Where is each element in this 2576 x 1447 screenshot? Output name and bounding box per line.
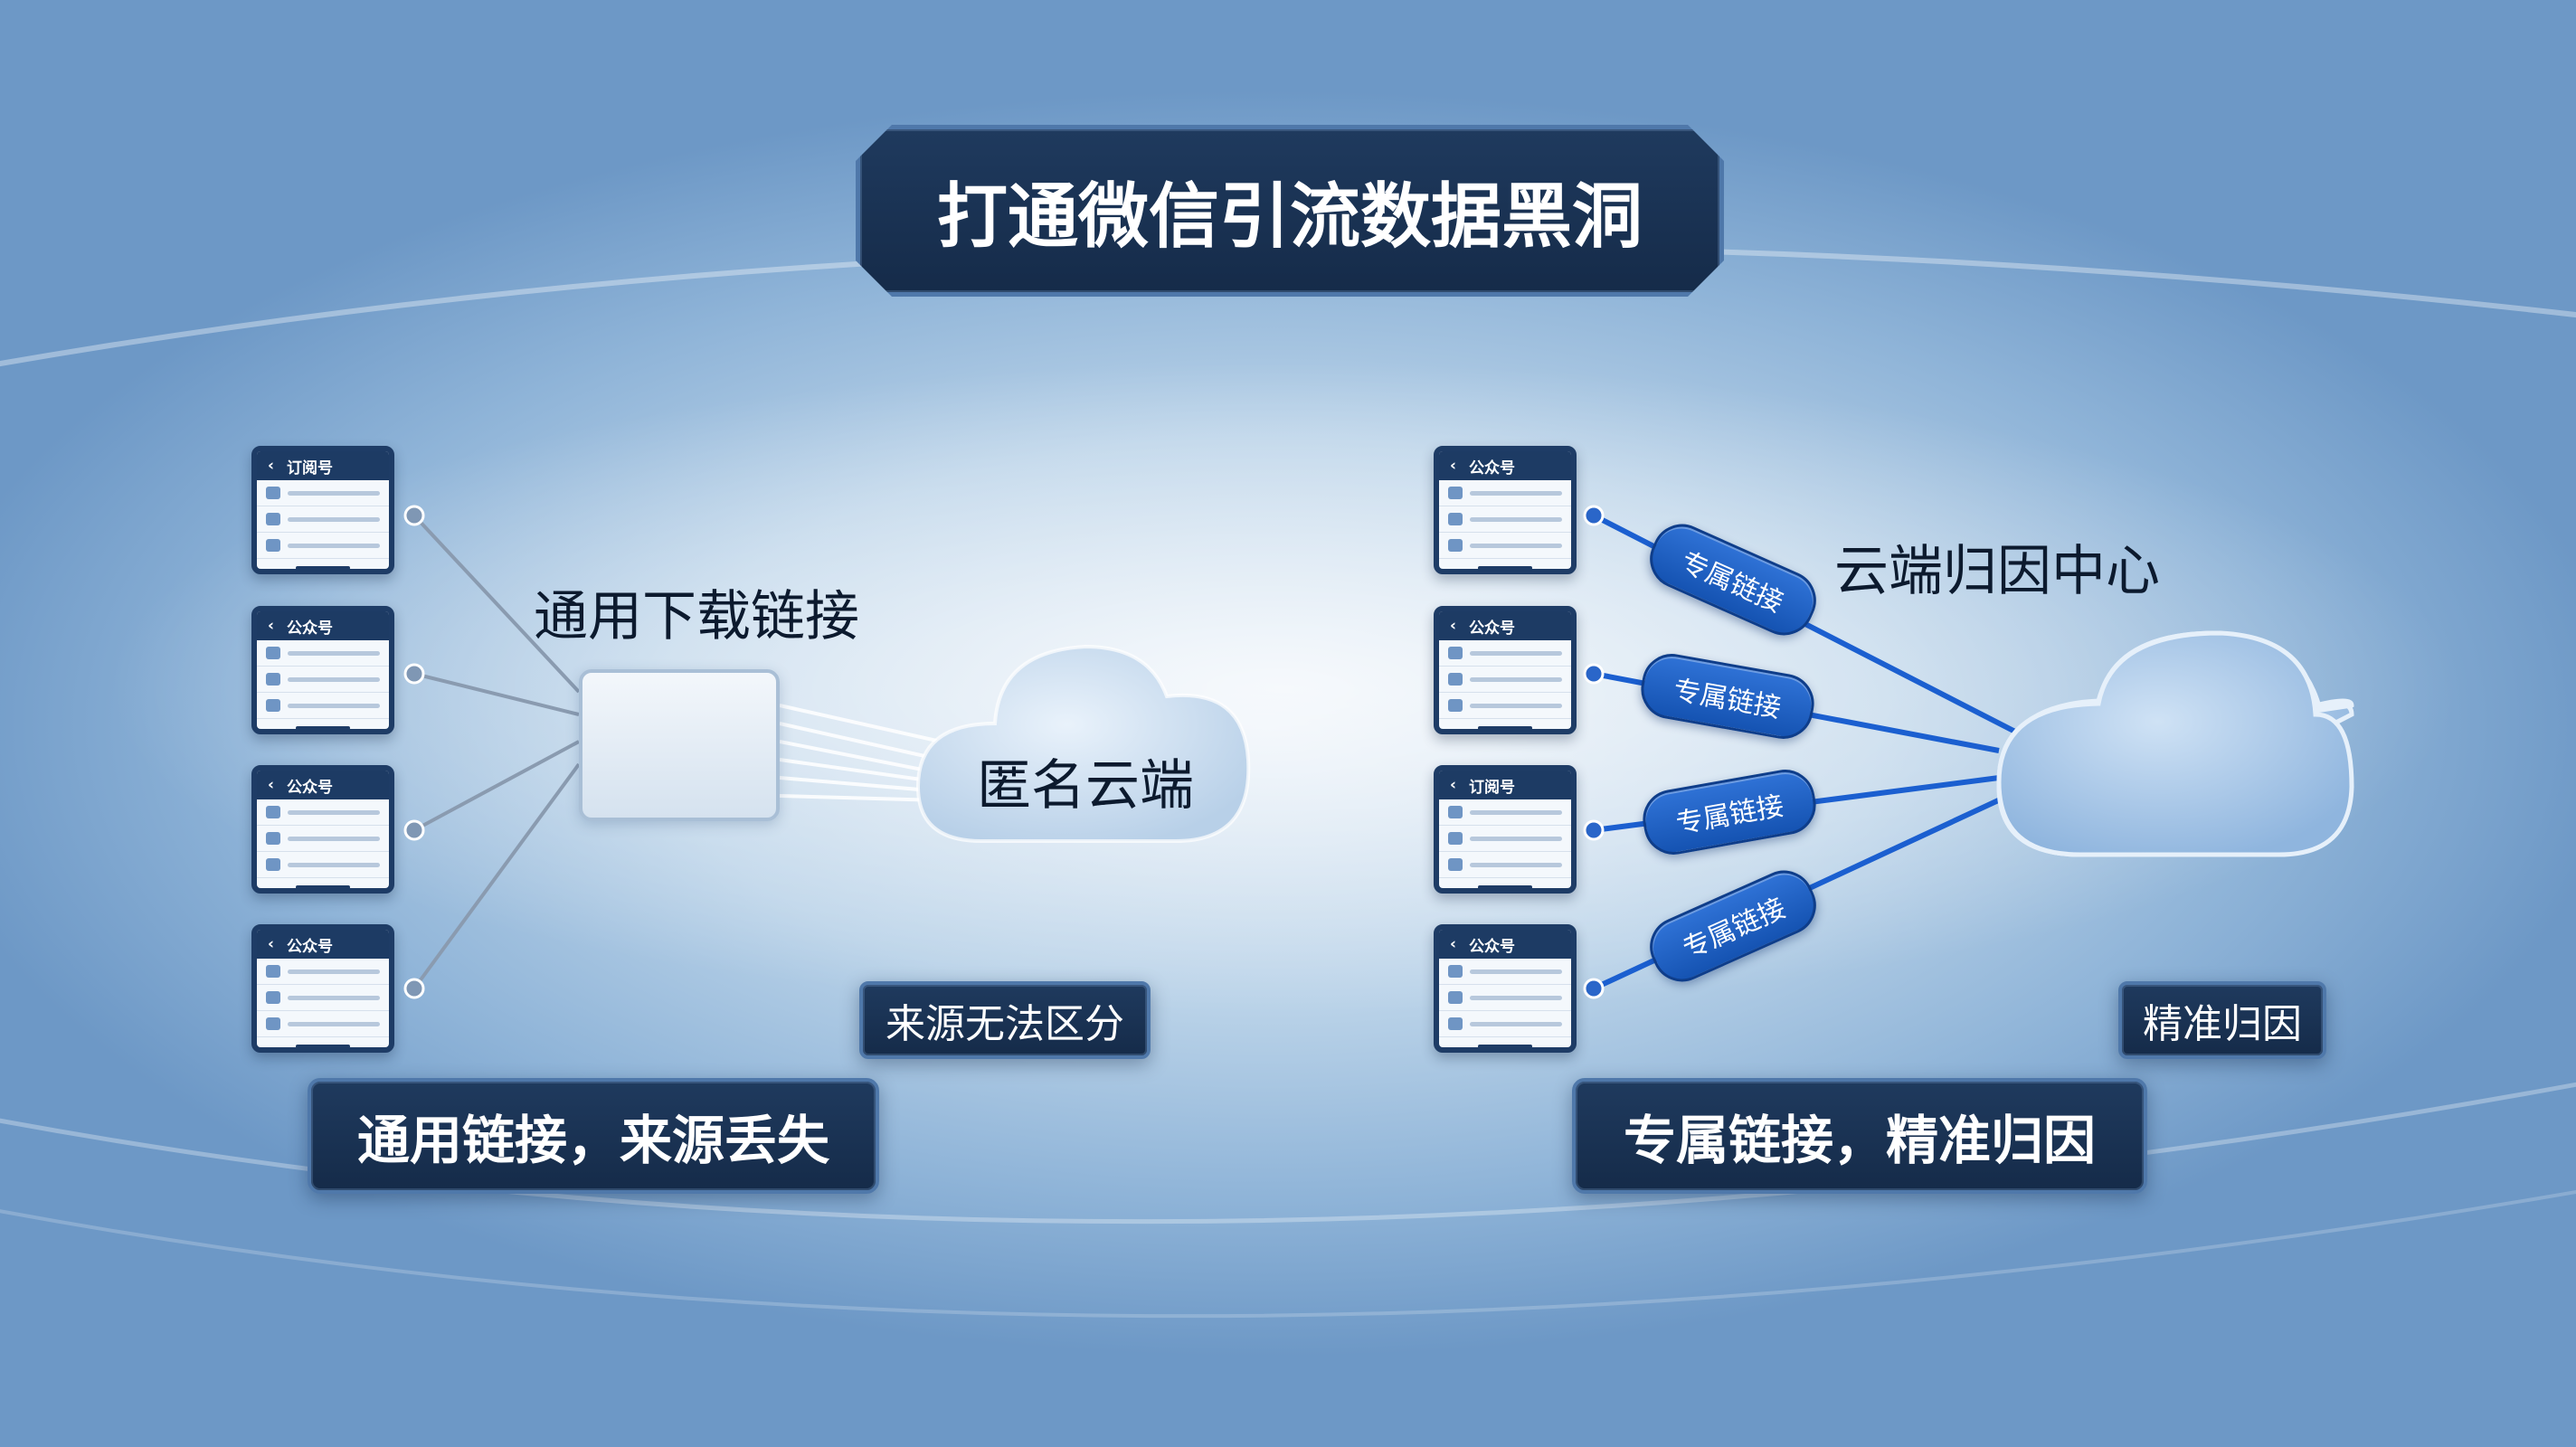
- list-item: [257, 480, 389, 506]
- phone-card[interactable]: ‹ 订阅号: [251, 446, 394, 574]
- list-item: [257, 852, 389, 878]
- phone-card[interactable]: ‹ 公众号: [1434, 606, 1577, 734]
- doc-icon: [1448, 699, 1463, 712]
- back-icon: ‹: [1450, 457, 1457, 475]
- list-item: [1439, 985, 1571, 1011]
- back-icon: ‹: [268, 776, 275, 794]
- back-icon: ‹: [1450, 935, 1457, 953]
- phone-header-label: 公众号: [287, 619, 334, 638]
- page-title: 打通微信引流数据黑洞: [856, 125, 1724, 297]
- doc-icon: [266, 513, 280, 525]
- list-item: [257, 640, 389, 667]
- phone-card[interactable]: ‹ 公众号: [1434, 924, 1577, 1053]
- list-item: [1439, 1011, 1571, 1037]
- list-item: [257, 826, 389, 852]
- doc-icon: [1448, 1017, 1463, 1030]
- doc-icon: [266, 487, 280, 499]
- list-item: [1439, 852, 1571, 878]
- list-item: [257, 985, 389, 1011]
- doc-icon: [266, 806, 280, 818]
- phone-header-label: 订阅号: [287, 459, 334, 478]
- anonymous-cloud-label: 匿名云端: [977, 754, 1194, 818]
- precise-attribution-tag: 精准归因: [2118, 981, 2326, 1059]
- doc-icon: [1448, 806, 1463, 818]
- doc-icon: [1448, 513, 1463, 525]
- doc-icon: [1448, 539, 1463, 552]
- doc-icon: [266, 858, 280, 871]
- list-item: [1439, 799, 1571, 826]
- doc-icon: [1448, 647, 1463, 659]
- doc-icon: [1448, 858, 1463, 871]
- list-item: [1439, 693, 1571, 719]
- list-item: [257, 506, 389, 533]
- list-item: [257, 799, 389, 826]
- list-item: [1439, 533, 1571, 559]
- doc-icon: [266, 991, 280, 1004]
- generic-link-hub: [579, 669, 780, 821]
- back-icon: ‹: [1450, 776, 1457, 794]
- phone-card[interactable]: ‹ 公众号: [251, 765, 394, 894]
- phone-card[interactable]: ‹ 公众号: [1434, 446, 1577, 574]
- list-item: [1439, 506, 1571, 533]
- right-caption: 专属链接，精准归因: [1572, 1078, 2147, 1194]
- phone-header-label: 公众号: [1469, 619, 1516, 638]
- doc-icon: [1448, 673, 1463, 686]
- list-item: [1439, 640, 1571, 667]
- phone-header-label: 订阅号: [1469, 778, 1516, 797]
- phone-header-label: 公众号: [287, 937, 334, 956]
- list-item: [257, 1011, 389, 1037]
- list-item: [257, 959, 389, 985]
- source-indistinguishable-tag: 来源无法区分: [859, 981, 1151, 1059]
- list-item: [1439, 826, 1571, 852]
- phone-card[interactable]: ‹ 公众号: [251, 606, 394, 734]
- attribution-center-label: 云端归因中心: [1834, 540, 2160, 603]
- list-item: [257, 667, 389, 693]
- list-item: [257, 693, 389, 719]
- generic-link-label: 通用下载链接: [534, 585, 859, 648]
- list-item: [1439, 959, 1571, 985]
- doc-icon: [266, 1017, 280, 1030]
- doc-icon: [1448, 991, 1463, 1004]
- doc-icon: [1448, 487, 1463, 499]
- list-item: [257, 533, 389, 559]
- doc-icon: [266, 699, 280, 712]
- back-icon: ‹: [1450, 617, 1457, 635]
- phone-header-label: 公众号: [1469, 459, 1516, 478]
- list-item: [1439, 480, 1571, 506]
- phone-header-label: 公众号: [1469, 937, 1516, 956]
- attribution-cloud-icon: [1996, 630, 2359, 857]
- doc-icon: [266, 539, 280, 552]
- phone-card[interactable]: ‹ 公众号: [251, 924, 394, 1053]
- doc-icon: [266, 673, 280, 686]
- back-icon: ‹: [268, 457, 275, 475]
- back-icon: ‹: [268, 935, 275, 953]
- phone-card[interactable]: ‹ 订阅号: [1434, 765, 1577, 894]
- doc-icon: [266, 647, 280, 659]
- anonymous-cloud-icon: [915, 644, 1251, 843]
- list-item: [1439, 667, 1571, 693]
- doc-icon: [266, 832, 280, 845]
- back-icon: ‹: [268, 617, 275, 635]
- phone-header-label: 公众号: [287, 778, 334, 797]
- doc-icon: [266, 965, 280, 978]
- doc-icon: [1448, 965, 1463, 978]
- left-caption: 通用链接，来源丢失: [308, 1078, 879, 1194]
- doc-icon: [1448, 832, 1463, 845]
